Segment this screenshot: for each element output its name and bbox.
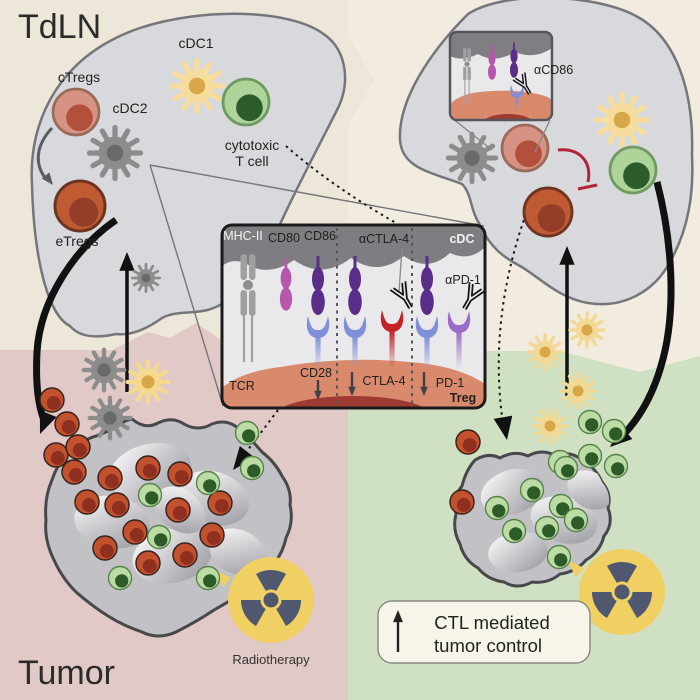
cd80-label: CD80 [268, 231, 300, 245]
right-tumor [453, 450, 612, 588]
tcr-label: TCR [229, 379, 255, 393]
cd86-label: CD86 [304, 229, 336, 243]
cytotoxic-t-cell-label: T cell [235, 153, 268, 169]
radiotherapy-label: Radiotherapy [232, 652, 310, 667]
treg-membrane [222, 359, 485, 408]
downregulation-arrows [316, 372, 426, 392]
synapse-inset: MHC-II CD80 CD86 αCTLA-4 cDC αPD-1 TCR C… [220, 223, 487, 410]
cd28-label: CD28 [300, 366, 332, 380]
ctreg-cell [51, 87, 101, 137]
treg-egress-arrow [31, 217, 118, 438]
cytotoxic-t-cell [221, 77, 271, 127]
ctl-egress-arrow [603, 181, 675, 454]
etreg-cell [53, 179, 107, 233]
cdc1-label: cDC1 [178, 35, 213, 51]
actla4-label: αCTLA-4 [359, 232, 409, 246]
dc-migration-arrow-left [119, 252, 135, 392]
ctregs-label: cTregs [58, 69, 100, 85]
etregs-label: eTregs [55, 233, 98, 249]
tdln-title: TdLN [18, 8, 101, 46]
radiotherapy-icon [566, 549, 665, 635]
ctl-to-inset-dotted-line [285, 145, 397, 224]
treg-label: Treg [450, 391, 476, 405]
cdc-label: cDC [449, 232, 474, 246]
inset-to-left-tumor-dotted-arrow [225, 409, 279, 476]
apd1-label: αPD-1 [445, 273, 481, 287]
cytotoxic-t-cell [608, 145, 658, 195]
ctreg-cell [500, 123, 550, 173]
outcome-box: CTL mediated tumor control [377, 600, 591, 664]
ctla4-label: CTLA-4 [362, 374, 405, 388]
outcome-line2: tumor control [434, 635, 542, 656]
cdc2-label: cDC2 [112, 100, 147, 116]
etreg-cell [522, 186, 574, 238]
acd86-label: αCD86 [534, 63, 573, 77]
cdc-membrane [450, 32, 552, 59]
cdc-membrane [222, 225, 485, 270]
treg-membrane [450, 90, 552, 120]
cytotoxic-t-cell-label: cytotoxic [225, 137, 279, 153]
inset-connector-line [149, 164, 485, 227]
mhc2-label: MHC-II [223, 229, 263, 243]
pd1-label: PD-1 [436, 376, 465, 390]
ctreg-to-etreg-arrow [36, 126, 57, 189]
node-to-right-tumor-dotted-arrow [493, 213, 527, 442]
acd86-inset: αCD86 [448, 30, 573, 153]
dc-migration-arrow-right [559, 246, 575, 396]
tumor-title: Tumor [18, 654, 115, 692]
outcome-line1: CTL mediated [434, 612, 550, 633]
treg-inhibition-arrow [557, 148, 598, 191]
inset-connector-line [149, 164, 224, 407]
